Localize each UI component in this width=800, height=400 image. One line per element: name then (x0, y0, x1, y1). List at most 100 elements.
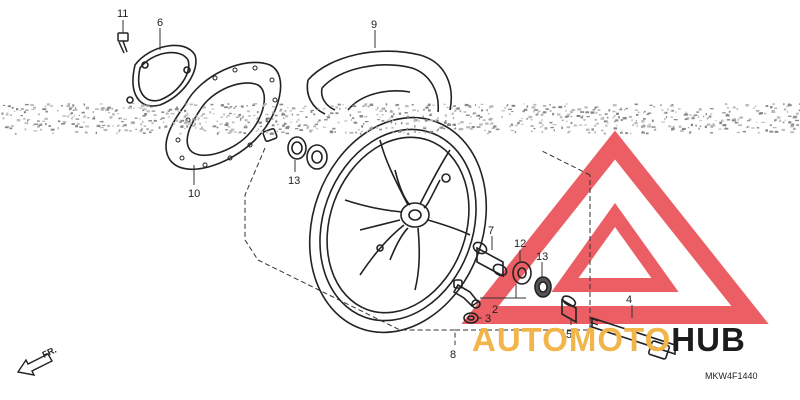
noise-speck (143, 125, 147, 127)
noise-speck (770, 106, 773, 109)
noise-speck (746, 120, 750, 122)
noise-speck (101, 107, 105, 110)
noise-speck (667, 108, 669, 111)
noise-speck (704, 125, 707, 129)
noise-speck (161, 111, 165, 113)
noise-speck (769, 130, 774, 133)
noise-speck (594, 125, 596, 127)
noise-speck (429, 119, 434, 122)
noise-speck (318, 119, 321, 122)
noise-speck (240, 105, 244, 108)
noise-speck (581, 115, 584, 117)
noise-speck (653, 106, 656, 108)
noise-speck (282, 124, 285, 127)
noise-speck (385, 110, 387, 113)
noise-speck (390, 121, 393, 124)
noise-speck (362, 105, 364, 107)
noise-speck (756, 121, 758, 123)
noise-speck (161, 117, 165, 119)
noise-speck (774, 130, 779, 133)
noise-speck (673, 119, 678, 121)
noise-speck (238, 132, 241, 134)
noise-speck (612, 110, 616, 113)
noise-speck (423, 109, 425, 111)
noise-speck (112, 113, 115, 116)
noise-speck (452, 117, 455, 119)
noise-speck (276, 130, 278, 132)
noise-speck (30, 104, 34, 106)
noise-speck (468, 105, 471, 107)
noise-speck (203, 129, 207, 132)
noise-speck (403, 131, 405, 134)
noise-speck (434, 120, 437, 122)
noise-speck (580, 111, 585, 113)
noise-speck (444, 114, 447, 117)
noise-speck (486, 109, 488, 112)
noise-speck (72, 104, 75, 107)
noise-speck (584, 106, 588, 109)
noise-speck (188, 123, 190, 125)
noise-speck (357, 111, 362, 113)
noise-speck (696, 111, 699, 113)
noise-speck (313, 113, 316, 116)
noise-speck (323, 108, 326, 110)
noise-speck (692, 116, 695, 117)
noise-speck (322, 126, 327, 128)
noise-speck (788, 121, 792, 124)
noise-speck (245, 124, 247, 127)
noise-speck (220, 104, 224, 107)
noise-speck (426, 105, 428, 108)
noise-speck (697, 115, 699, 118)
tire (306, 50, 452, 115)
noise-speck (615, 112, 619, 115)
noise-speck (291, 107, 296, 110)
noise-speck (453, 128, 457, 130)
noise-speck (613, 115, 616, 117)
noise-speck (608, 109, 611, 112)
noise-speck (665, 116, 668, 119)
callout-2: 2 (492, 304, 498, 316)
noise-speck (710, 125, 712, 128)
noise-speck (33, 106, 36, 109)
noise-speck (140, 123, 143, 126)
noise-speck (533, 127, 536, 130)
noise-speck (118, 130, 120, 133)
noise-speck (302, 107, 305, 109)
noise-speck (99, 121, 102, 123)
dust-seal (534, 276, 552, 298)
noise-speck (314, 124, 317, 127)
noise-speck (205, 121, 207, 123)
noise-speck (257, 116, 259, 119)
noise-speck (399, 130, 403, 132)
noise-speck (450, 107, 453, 109)
noise-speck (103, 128, 108, 132)
noise-speck (580, 116, 584, 119)
noise-speck (62, 115, 67, 117)
noise-speck (148, 120, 152, 122)
front-axle (589, 316, 676, 360)
noise-speck (129, 105, 132, 108)
noise-speck (757, 131, 760, 134)
noise-speck (20, 115, 23, 117)
noise-speck (117, 112, 119, 115)
noise-speck (535, 113, 539, 116)
noise-speck (23, 111, 27, 114)
noise-speck (454, 127, 457, 129)
noise-speck (335, 106, 338, 109)
noise-speck (607, 122, 609, 124)
noise-speck (176, 106, 178, 110)
noise-speck (83, 103, 86, 106)
noise-speck (220, 116, 223, 118)
noise-speck (337, 103, 341, 106)
noise-speck (114, 110, 118, 112)
noise-speck (564, 116, 568, 118)
noise-speck (141, 127, 143, 130)
noise-speck (330, 112, 334, 115)
noise-speck (415, 118, 419, 120)
noise-speck (514, 131, 517, 134)
noise-speck (769, 124, 772, 126)
noise-speck (537, 111, 539, 114)
noise-speck (451, 112, 454, 115)
noise-speck (661, 121, 665, 123)
noise-speck (117, 125, 119, 127)
